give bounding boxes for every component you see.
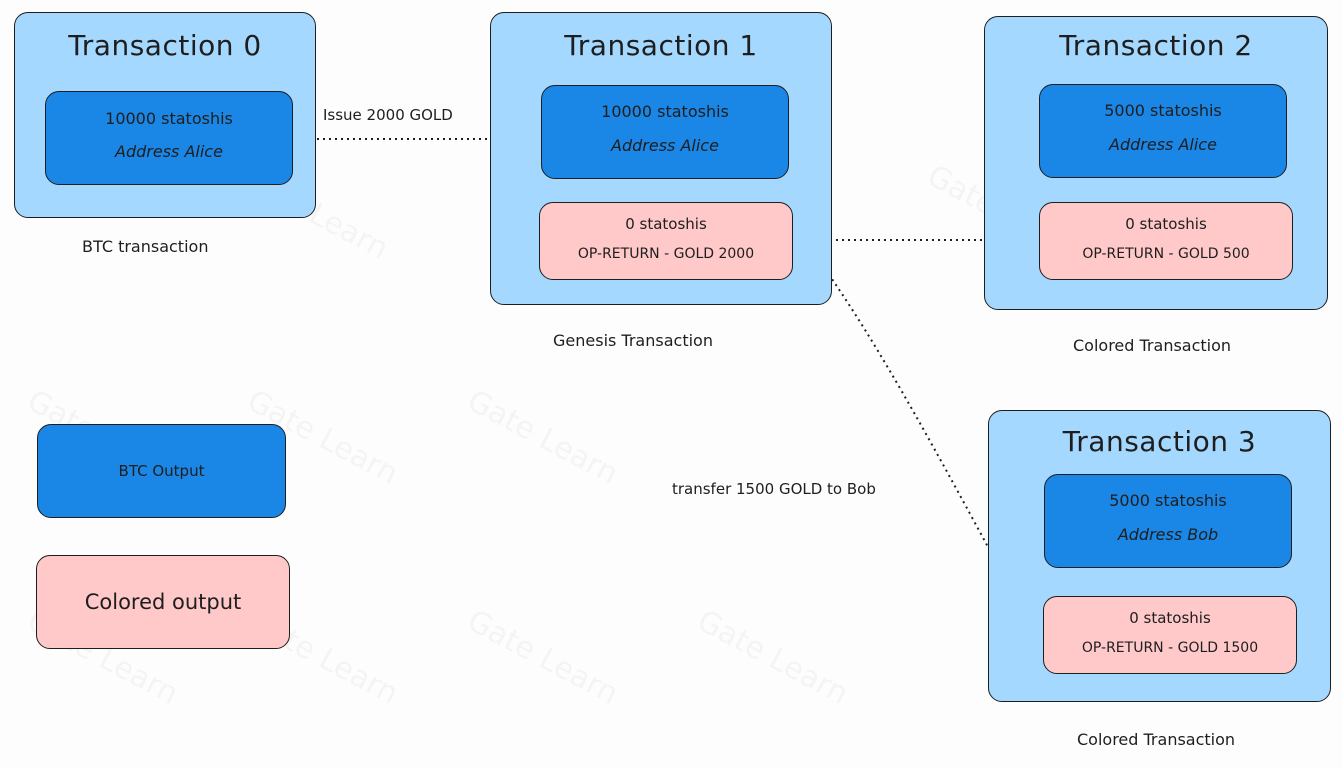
transaction-1-colored-marker: OP-RETURN - GOLD 2000	[577, 246, 755, 262]
legend-colored-output: Colored output	[36, 555, 290, 649]
transaction-1-btc-output: 10000 statoshis Address Alice	[541, 85, 789, 179]
transaction-2-caption: Colored Transaction	[1073, 336, 1232, 355]
transaction-3-title: Transaction 3	[1062, 425, 1257, 458]
transaction-2-btc-address: Address Alice	[1109, 135, 1217, 154]
legend-btc-output: BTC Output	[37, 424, 286, 518]
transfer-arrow	[807, 244, 1031, 627]
transaction-0-btc-amount: 10000 statoshis	[105, 109, 233, 128]
transaction-3-btc-address: Address Bob	[1117, 525, 1219, 544]
transaction-1-caption: Genesis Transaction	[553, 331, 713, 350]
transaction-3-btc-amount: 5000 statoshis	[1109, 491, 1227, 510]
transaction-2-colored-output: 0 statoshis OP-RETURN - GOLD 500	[1039, 202, 1293, 280]
transaction-2-btc-amount: 5000 statoshis	[1104, 101, 1222, 120]
transaction-1-colored-output: 0 statoshis OP-RETURN - GOLD 2000	[539, 202, 793, 280]
transaction-3-btc-output: 5000 statoshis Address Bob	[1044, 474, 1292, 568]
transaction-3-caption: Colored Transaction	[1077, 730, 1236, 749]
transfer-edge-label: transfer 1500 GOLD to Bob	[672, 480, 876, 498]
transaction-3-colored-output: 0 statoshis OP-RETURN - GOLD 1500	[1043, 596, 1297, 674]
transaction-1-btc-amount: 10000 statoshis	[601, 102, 729, 121]
transaction-1-btc-address: Address Alice	[611, 136, 719, 155]
issue-edge-label: Issue 2000 GOLD	[323, 106, 453, 124]
legend-colored-output-label: Colored output	[84, 590, 242, 614]
transaction-2-colored-amount: 0 statoshis	[1125, 215, 1207, 233]
legend-btc-output-label: BTC Output	[118, 462, 205, 480]
transaction-3-colored-marker: OP-RETURN - GOLD 1500	[1081, 640, 1259, 656]
transaction-1-box: Transaction 1 10000 statoshis Address Al…	[490, 12, 832, 305]
transaction-2-colored-marker: OP-RETURN - GOLD 500	[1082, 246, 1250, 262]
transaction-3-box: Transaction 3 5000 statoshis Address Bob…	[988, 410, 1331, 702]
transaction-0-caption: BTC transaction	[82, 237, 209, 256]
transaction-0-box: Transaction 0 10000 statoshis Address Al…	[14, 12, 316, 218]
transaction-1-colored-amount: 0 statoshis	[625, 215, 707, 233]
transaction-2-box: Transaction 2 5000 statoshis Address Ali…	[984, 16, 1328, 310]
transaction-0-btc-output: 10000 statoshis Address Alice	[45, 91, 293, 185]
transaction-1-title: Transaction 1	[564, 29, 758, 62]
transaction-0-title: Transaction 0	[68, 29, 262, 62]
transaction-2-title: Transaction 2	[1059, 29, 1253, 62]
transaction-3-colored-amount: 0 statoshis	[1129, 609, 1211, 627]
transaction-2-btc-output: 5000 statoshis Address Alice	[1039, 84, 1287, 178]
transaction-0-btc-address: Address Alice	[115, 142, 223, 161]
